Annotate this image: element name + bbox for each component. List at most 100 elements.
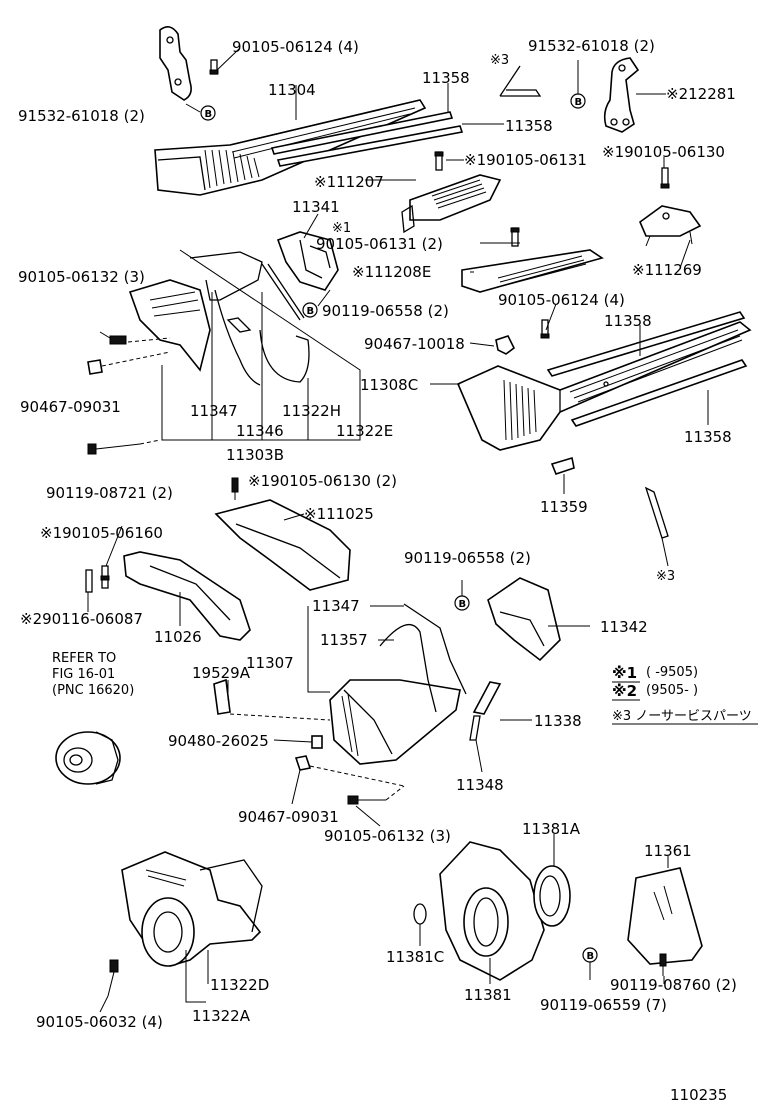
bolt-90105-06132-left	[99, 331, 171, 345]
label-11381A: 11381A	[522, 820, 581, 838]
plug-90480-26025	[311, 735, 323, 749]
label-star1: ※1	[332, 221, 351, 236]
label-11026: 11026	[154, 628, 202, 646]
note-2-mark: ※2	[612, 682, 637, 700]
cover-gasket-top-b	[276, 125, 464, 167]
bolt-mark-b-11381: B	[582, 947, 598, 980]
o-ring-11381C	[413, 903, 427, 925]
cover-plate-111208E	[461, 249, 604, 293]
timing-cover-lower	[121, 851, 263, 967]
wire-11347-b	[403, 603, 467, 695]
label-90467-10018: 90467-10018	[364, 335, 465, 353]
bolt-90105-06124-top	[209, 47, 241, 75]
svg-text:B: B	[587, 951, 595, 962]
label-90119-06558-mid: 90119-06558 (2)	[322, 302, 449, 320]
bolt-90119-08760	[659, 953, 667, 976]
refer-note: REFER TO FIG 16-01 (PNC 16620)	[52, 651, 134, 698]
label-11381C: 11381C	[386, 948, 444, 966]
leader-lines	[87, 83, 709, 1013]
svg-text:B: B	[205, 109, 213, 120]
note-1-mark: ※1	[612, 664, 637, 682]
label-90105-06124-mid: 90105-06124 (4)	[498, 291, 625, 309]
timing-cover-middle-11307	[329, 679, 461, 765]
cover-plate-111207	[401, 174, 502, 234]
guide-11348	[469, 715, 481, 741]
label-290116-06087: ※290116-06087	[20, 610, 143, 628]
label-11338: 11338	[534, 712, 582, 730]
label-11307: 11307	[246, 654, 294, 672]
wire-11322H	[259, 329, 310, 383]
label-11359: 11359	[540, 498, 588, 516]
label-111269: ※111269	[632, 261, 702, 279]
label-11361: 11361	[644, 842, 692, 860]
label-90105-06132-mid: 90105-06132 (3)	[324, 827, 451, 845]
label-90119-06558-right: 90119-06558 (2)	[404, 549, 531, 567]
label-11358-b: 11358	[505, 117, 553, 135]
label-11357: 11357	[320, 631, 368, 649]
bolt-mark-b-mid: B	[302, 302, 318, 318]
bolt-90105-06124-mid	[540, 303, 557, 339]
cover-gasket-right-a	[546, 311, 746, 377]
label-90119-06559: 90119-06559 (7)	[540, 996, 667, 1014]
label-11342: 11342	[600, 618, 648, 636]
svg-text:B: B	[307, 306, 315, 317]
cover-111025	[214, 499, 351, 591]
note-3-text: ※3 ノーサービスパーツ	[612, 709, 752, 724]
bolt-90105-06132-mid	[347, 785, 405, 805]
label-190105-06160: ※190105-06160	[40, 524, 163, 542]
grommet-90467-09031-mid	[294, 755, 405, 787]
stud-190105-06160	[100, 565, 110, 589]
label-11322E: 11322E	[336, 422, 393, 440]
bracket-lines-11307	[307, 605, 404, 693]
bolt-mark-b-left: B	[185, 103, 216, 121]
plate-11361	[627, 867, 703, 965]
label-90467-09031-mid: 90467-09031	[238, 808, 339, 826]
label-11322H: 11322H	[282, 402, 341, 420]
label-90105-06131-2: 90105-06131 (2)	[316, 235, 443, 253]
bolt-190105-06130-2	[231, 477, 239, 500]
bracket-111269	[639, 205, 702, 247]
label-11346: 11346	[236, 422, 284, 440]
label-11303B: 11303B	[226, 446, 284, 464]
label-11322A: 11322A	[192, 1007, 251, 1025]
label-190105-06131: ※190105-06131	[464, 151, 587, 169]
label-90119-08721: 90119-08721 (2)	[46, 484, 173, 502]
label-111208E: ※111208E	[352, 263, 431, 281]
belt-guide-11346	[214, 289, 261, 386]
bolt-mark-b-11342: B	[454, 580, 470, 611]
refer-line-1: REFER TO	[52, 651, 116, 666]
label-90105-06132-left: 90105-06132 (3)	[18, 268, 145, 286]
label-11347-b: 11347	[312, 597, 360, 615]
svg-text:B: B	[459, 599, 467, 610]
bolt-90105-06131-2	[510, 227, 520, 247]
bolt-90105-06032	[107, 959, 119, 997]
label-190105-06130-2: ※190105-06130 (2)	[248, 472, 397, 490]
bracket-11341	[276, 231, 339, 291]
label-111207: ※111207	[314, 173, 384, 191]
label-11381: 11381	[464, 986, 512, 1004]
legend-notes: ※1 ( -9505) ※2 (9505- ) ※3 ノーサービスパーツ	[612, 664, 758, 725]
bracket-11342	[487, 577, 561, 662]
note-2-text: (9505- )	[646, 683, 698, 698]
note-1-text: ( -9505)	[646, 665, 698, 680]
bracket-lines-11322	[185, 950, 209, 1003]
oil-seal-11381A	[533, 865, 571, 927]
grommet-90467-09031-left	[87, 351, 171, 375]
sensor-19529A	[213, 678, 331, 721]
bolt-190105-06131	[434, 151, 464, 171]
part-labels: 90105-06124 (4) 91532-61018 (2) 11304 11…	[18, 37, 737, 1031]
label-90480-26025: 90480-26025	[168, 732, 269, 750]
label-11341: 11341	[292, 198, 340, 216]
part-11359	[550, 456, 575, 475]
wire-11357	[379, 623, 437, 713]
label-90467-09031-left: 90467-09031	[20, 398, 121, 416]
svg-text:B: B	[575, 97, 583, 108]
label-11308C: 11308C	[360, 376, 418, 394]
timing-belt-cover-upper	[128, 251, 263, 372]
label-212281: ※212281	[666, 85, 736, 103]
refer-line-2: FIG 16-01	[52, 667, 115, 682]
grommet-90467-10018	[495, 335, 516, 355]
refer-line-3: (PNC 16620)	[52, 683, 134, 698]
stud-290116-06087	[85, 569, 93, 593]
